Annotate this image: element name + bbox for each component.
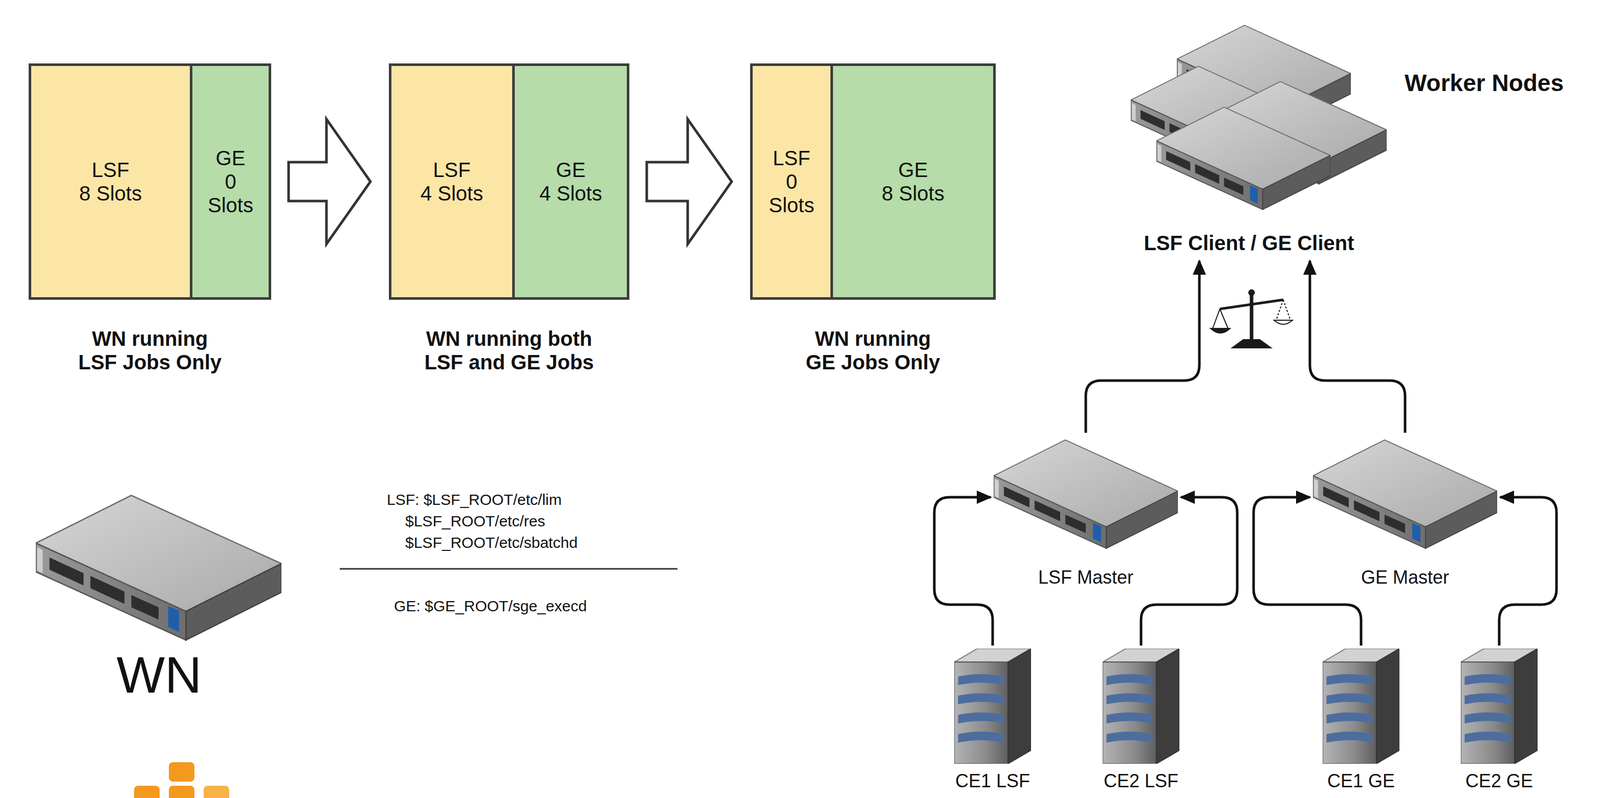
ce-server: CE1 LSF <box>944 645 1042 796</box>
daemon-path: $LSF_ROOT/etc/res <box>405 512 545 531</box>
connector-arrow <box>934 497 993 646</box>
slot-count: 8 Slots <box>881 181 945 206</box>
node-label: CE1 LSF <box>944 770 1042 792</box>
server-group: Worker NodesLSF Client / GE Client <box>1125 20 1576 261</box>
logo-block <box>203 785 230 798</box>
slot-box: WN running LSF Jobs OnlyLSF8 SlotsGE0 Sl… <box>28 63 272 300</box>
slot-count: 4 Slots <box>420 181 484 206</box>
scale-beam <box>1219 299 1284 310</box>
lsf-slots: LSF0 Slots <box>752 66 831 298</box>
slot-count: 4 Slots <box>539 181 602 206</box>
balance-scale <box>1210 289 1293 348</box>
tower-server <box>1102 648 1180 764</box>
slot-count: 8 Slots <box>79 181 142 206</box>
ce-server: CE2 GE <box>1450 645 1548 796</box>
scheduler-name: GE <box>215 146 246 170</box>
logo-block <box>168 762 195 782</box>
scale-post <box>1250 290 1254 340</box>
logo <box>134 762 230 798</box>
tower-server <box>1460 648 1538 764</box>
caption: WN running both LSF and GE Jobs <box>413 326 605 375</box>
block-arrow <box>646 119 732 245</box>
caption: WN running LSF Jobs Only <box>74 326 226 375</box>
daemon-path: GE: $GE_ROOT/sge_execd <box>393 597 587 616</box>
scale-pan <box>1210 328 1231 334</box>
slot-box: WN running GE Jobs OnlyLSF0 SlotsGE8 Slo… <box>750 63 996 300</box>
logo-block <box>134 785 160 798</box>
rack-server <box>1156 106 1331 210</box>
node-label: CE2 GE <box>1450 770 1548 792</box>
node-label: CE1 GE <box>1312 770 1410 792</box>
node-label: GE Master <box>1309 566 1501 588</box>
scale-string <box>1276 299 1284 321</box>
tower-server <box>954 648 1032 764</box>
worker-node: WN <box>28 480 290 717</box>
scale-string <box>1283 299 1291 321</box>
scheduler-name: LSF <box>432 158 471 182</box>
rack-server <box>35 495 282 641</box>
slot-count: 0 Slots <box>202 169 260 217</box>
slot-box: WN running both LSF and GE JobsLSF4 Slot… <box>388 63 630 300</box>
scale-string <box>1219 309 1229 329</box>
slot-count: 0 Slots <box>762 169 821 217</box>
rack-server <box>993 440 1178 549</box>
scheduler-name: GE <box>898 158 929 182</box>
node-label: LSF Master <box>990 566 1181 588</box>
lsf-slots: LSF4 Slots <box>391 66 513 298</box>
tower-server <box>1322 648 1400 764</box>
scale-knob <box>1248 289 1255 296</box>
node-label: CE2 LSF <box>1092 770 1190 792</box>
connector-arrow <box>1253 497 1362 646</box>
scale-pan <box>1274 320 1293 325</box>
master-server: LSF Master <box>990 432 1181 593</box>
connector-arrow <box>1499 497 1557 646</box>
block-arrow <box>288 119 371 245</box>
node-label: Worker Nodes <box>1404 69 1564 97</box>
daemon-path: LSF: $LSF_ROOT/etc/lim <box>386 491 562 510</box>
node-label: WN <box>28 645 290 705</box>
scheduler-name: LSF <box>772 146 810 170</box>
connector-arrow <box>1309 260 1406 433</box>
connector-arrow <box>1141 497 1238 646</box>
ge-slots: GE4 Slots <box>512 66 627 298</box>
caption: WN running GE Jobs Only <box>801 326 945 375</box>
scale-string <box>1212 309 1220 329</box>
master-server: GE Master <box>1309 432 1501 593</box>
ce-server: CE2 LSF <box>1092 645 1190 796</box>
connector-arrow <box>1085 260 1200 433</box>
scheduler-name: GE <box>556 158 586 182</box>
daemon-path: $LSF_ROOT/etc/sbatchd <box>405 534 578 553</box>
ce-server: CE1 GE <box>1312 645 1410 796</box>
node-sublabel: LSF Client / GE Client <box>1125 231 1373 255</box>
rack-server <box>1312 440 1498 549</box>
ge-slots: GE8 Slots <box>830 66 994 298</box>
lsf-slots: LSF8 Slots <box>31 66 190 298</box>
scale-base <box>1232 339 1271 348</box>
logo-block <box>168 785 195 798</box>
scheduler-name: LSF <box>91 158 129 182</box>
separator-line <box>339 568 678 571</box>
ge-slots: GE0 Slots <box>189 66 269 298</box>
